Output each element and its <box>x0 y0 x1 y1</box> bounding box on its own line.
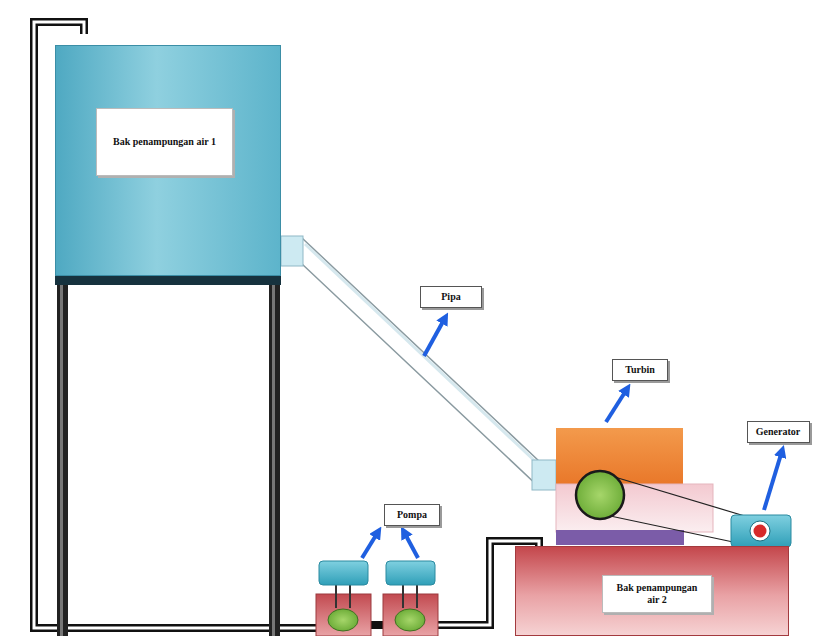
pump-base <box>316 594 371 636</box>
pump <box>383 561 438 636</box>
tank-base <box>55 276 281 285</box>
pump-shaft <box>402 584 404 608</box>
part-label: Pompa <box>384 504 440 526</box>
part-label: Pipa <box>420 286 482 308</box>
stand-leg-shine <box>60 285 63 636</box>
turbine-wheel <box>576 471 624 519</box>
label-panel: Bak penampungan air 2 <box>602 575 712 613</box>
pump-motor <box>386 561 435 585</box>
leader-arrow <box>764 451 782 510</box>
pump-motor <box>319 561 368 585</box>
generator-ring <box>750 521 770 541</box>
pipe-socket <box>532 460 556 490</box>
pump <box>316 561 371 636</box>
penstock-pipe <box>302 238 540 488</box>
pump-base <box>383 594 438 636</box>
pump-shaft <box>349 584 351 608</box>
pump-impeller <box>328 609 358 631</box>
stand-leg <box>269 285 280 636</box>
label-panel: Bak penampungan air 1 <box>96 108 233 176</box>
leader-arrow <box>362 532 378 558</box>
turbine-base <box>556 530 684 545</box>
part-name: Pipa <box>441 291 460 303</box>
stand-leg <box>57 285 68 636</box>
stand-leg-shine <box>272 285 275 636</box>
leader-arrow <box>424 318 445 356</box>
leader-arrow <box>404 532 418 558</box>
pump-link-pipe <box>370 621 384 629</box>
generator-body <box>731 515 791 547</box>
pipe-socket <box>281 236 303 266</box>
generator-rotor <box>754 525 767 538</box>
lower-reservoir: Bak penampungan air 2 <box>515 546 789 636</box>
upper-reservoir: Bak penampungan air 1 <box>55 45 281 276</box>
reservoir-label: Bak penampungan air 1 <box>113 136 216 148</box>
part-name: Generator <box>756 426 800 438</box>
reservoir-label: Bak penampungan air 2 <box>611 582 703 606</box>
pipe-shine <box>305 244 538 464</box>
leader-arrow <box>606 389 627 422</box>
pump-impeller <box>395 609 425 631</box>
part-name: Turbin <box>625 364 655 376</box>
part-label: Turbin <box>612 359 668 381</box>
pump-shaft <box>335 584 337 608</box>
turbine-housing <box>556 428 683 484</box>
part-label: Generator <box>747 421 810 443</box>
part-name: Pompa <box>397 509 427 521</box>
pump-shaft <box>416 584 418 608</box>
